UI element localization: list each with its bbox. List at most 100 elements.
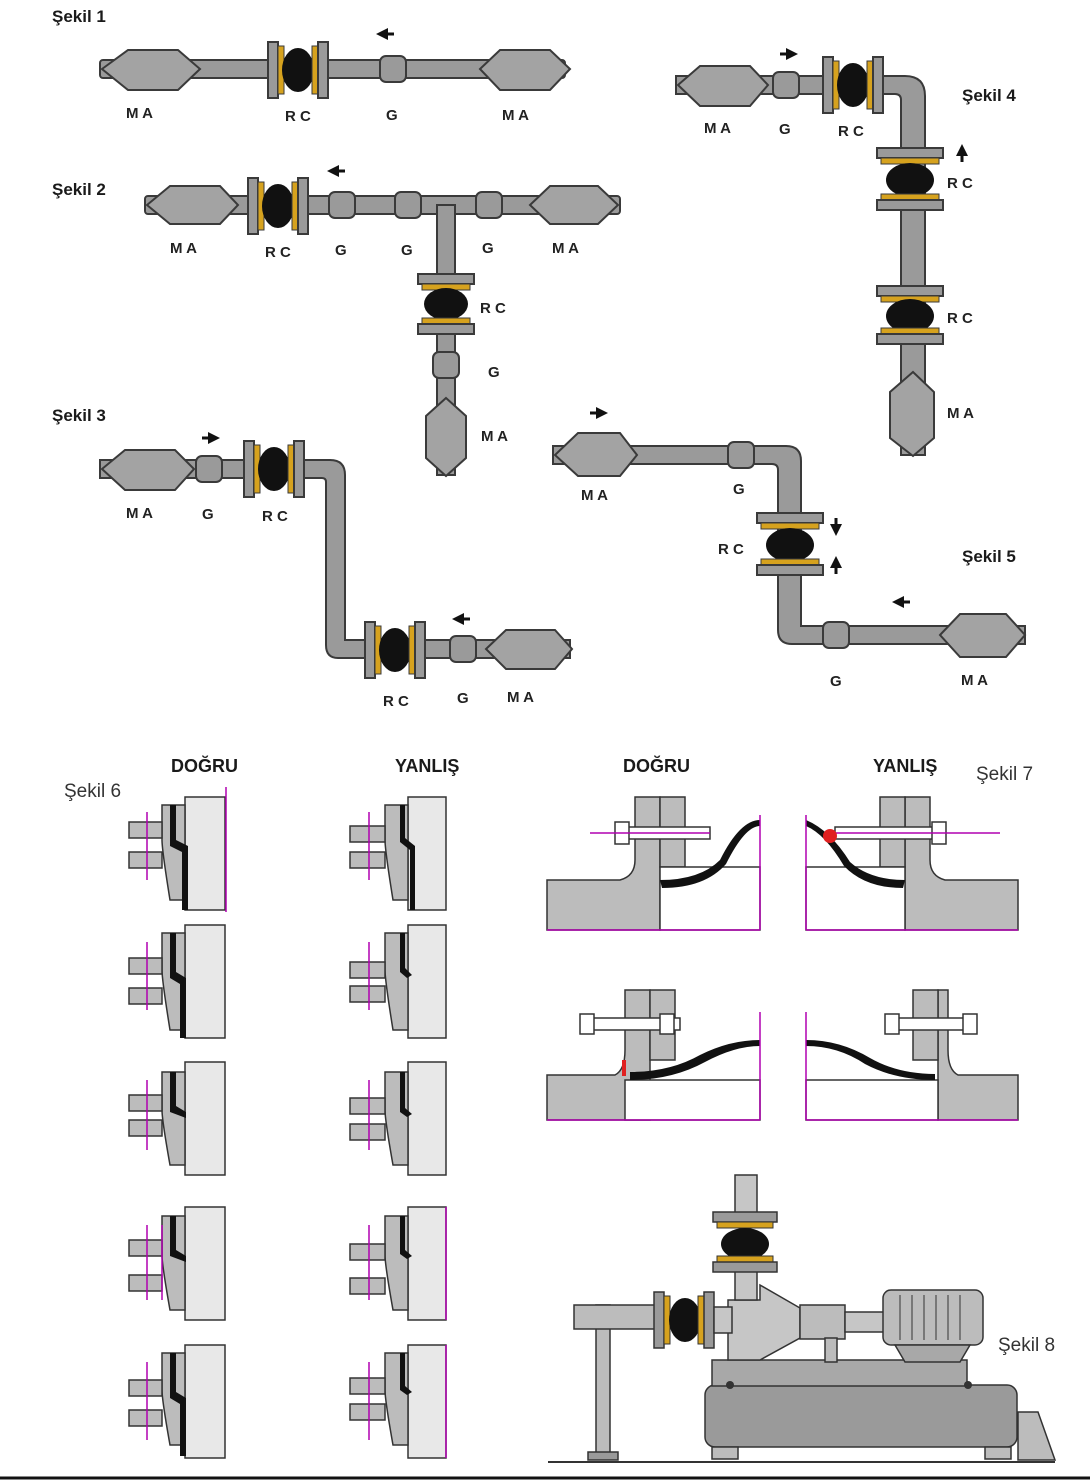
pipe-guide-icon (379, 55, 407, 83)
figure-2-title: Şekil 2 (52, 180, 106, 199)
rubber-compensator-icon (876, 285, 944, 345)
label-ma: M A (126, 105, 153, 122)
rubber-compensator-icon (653, 1291, 715, 1349)
pipe-route (99, 459, 571, 659)
flange-bolt-detail-wrong (805, 989, 1019, 1121)
rubber-compensator-icon (822, 56, 884, 114)
pipe-guide-icon (822, 621, 850, 649)
rubber-compensator-icon (267, 41, 329, 99)
machine-anchor-icon (938, 613, 1027, 658)
machine-anchor-icon (676, 65, 770, 107)
label-g: G (386, 107, 398, 124)
figure-4-title: Şekil 4 (962, 86, 1016, 105)
label-g: G (488, 364, 500, 381)
machine-anchor-icon (553, 432, 639, 477)
machine-anchor-icon (100, 449, 196, 491)
flange-detail-wrong (349, 1206, 447, 1321)
label-rc: R C (838, 123, 864, 140)
machine-anchor-icon (145, 185, 240, 225)
figure-5-title: Şekil 5 (962, 547, 1016, 566)
flange-detail-correct (128, 1061, 226, 1176)
flange-bolt-detail-wrong (805, 796, 1019, 931)
column-wrong-heading: YANLIŞ (395, 756, 459, 776)
flange-detail-correct (128, 1206, 226, 1321)
pipe-guide-icon (727, 441, 755, 469)
electric-motor-icon (882, 1289, 984, 1363)
label-ma: M A (947, 405, 974, 422)
label-rc: R C (262, 508, 288, 525)
pipe-guide-icon (195, 455, 223, 483)
rubber-compensator-icon (756, 512, 824, 576)
rubber-compensator-icon (417, 273, 475, 335)
rubber-compensator-icon (712, 1211, 778, 1273)
figure-3-title: Şekil 3 (52, 406, 106, 425)
figure-1: Şekil 1 M A R C G M A (52, 7, 572, 125)
label-g: G (482, 240, 494, 257)
label-ma: M A (507, 689, 534, 706)
flange-detail-wrong (349, 924, 447, 1039)
machine-anchor-icon (484, 629, 574, 670)
figure-2: Şekil 2 (52, 165, 621, 478)
figure-6: Şekil 6 DOĞRU YANLIŞ (64, 755, 459, 1459)
label-rc: R C (947, 310, 973, 327)
label-rc: R C (480, 300, 506, 317)
pipe-guide-icon (328, 191, 356, 219)
pipe-guide-icon (449, 635, 477, 663)
figure-1-title: Şekil 1 (52, 7, 106, 26)
flange-detail-wrong (349, 1061, 447, 1176)
flange-bolt-detail-correct (546, 989, 761, 1121)
label-g: G (401, 242, 413, 259)
figure-7: DOĞRU YANLIŞ Şekil 7 (546, 755, 1033, 1121)
figure-8-title: Şekil 8 (998, 1335, 1055, 1356)
rubber-compensator-icon (247, 177, 309, 235)
flange-detail-wrong (349, 796, 447, 911)
figure-4: Şekil 4 (675, 48, 1016, 458)
label-rc: R C (947, 175, 973, 192)
label-g: G (779, 121, 791, 138)
rubber-compensator-icon (876, 147, 944, 211)
machine-anchor-icon (425, 396, 467, 478)
label-g: G (335, 242, 347, 259)
label-rc: R C (285, 108, 311, 125)
pipe-guide-icon (394, 191, 422, 219)
label-g: G (733, 481, 745, 498)
column-correct-heading: DOĞRU (623, 755, 690, 776)
figure-3: Şekil 3 M A G R (52, 406, 574, 710)
label-ma: M A (961, 672, 988, 689)
label-ma: M A (581, 487, 608, 504)
figure-7-title: Şekil 7 (976, 764, 1033, 785)
pump-installation (548, 1174, 1057, 1463)
label-rc: R C (718, 541, 744, 558)
machine-anchor-icon (478, 49, 572, 91)
label-ma: M A (481, 428, 508, 445)
figure-6-title: Şekil 6 (64, 781, 121, 802)
label-ma: M A (502, 107, 529, 124)
flange-bolt-detail-correct (546, 796, 761, 931)
label-rc: R C (265, 244, 291, 261)
label-g: G (202, 506, 214, 523)
rubber-compensator-icon (243, 440, 305, 498)
machine-anchor-icon (889, 370, 935, 458)
flange-detail-wrong (349, 1344, 447, 1459)
machine-anchor-icon (100, 49, 202, 91)
column-correct-heading: DOĞRU (171, 755, 238, 776)
label-ma: M A (552, 240, 579, 257)
flange-detail-correct (128, 1344, 226, 1459)
figure-5: Şekil 5 M A G R C G (552, 407, 1027, 690)
pipe-guide-icon (475, 191, 503, 219)
flange-detail-correct (128, 787, 227, 912)
flange-detail-correct (128, 924, 226, 1039)
label-g: G (457, 690, 469, 707)
label-ma: M A (126, 505, 153, 522)
alert-mark (823, 829, 837, 843)
pipe-guide-icon (772, 71, 800, 99)
machine-anchor-icon (528, 185, 620, 225)
figure-8: Şekil 8 (548, 1174, 1057, 1463)
column-wrong-heading: YANLIŞ (873, 756, 937, 776)
label-ma: M A (704, 120, 731, 137)
pipe-route (675, 75, 926, 456)
label-ma: M A (170, 240, 197, 257)
label-g: G (830, 673, 842, 690)
